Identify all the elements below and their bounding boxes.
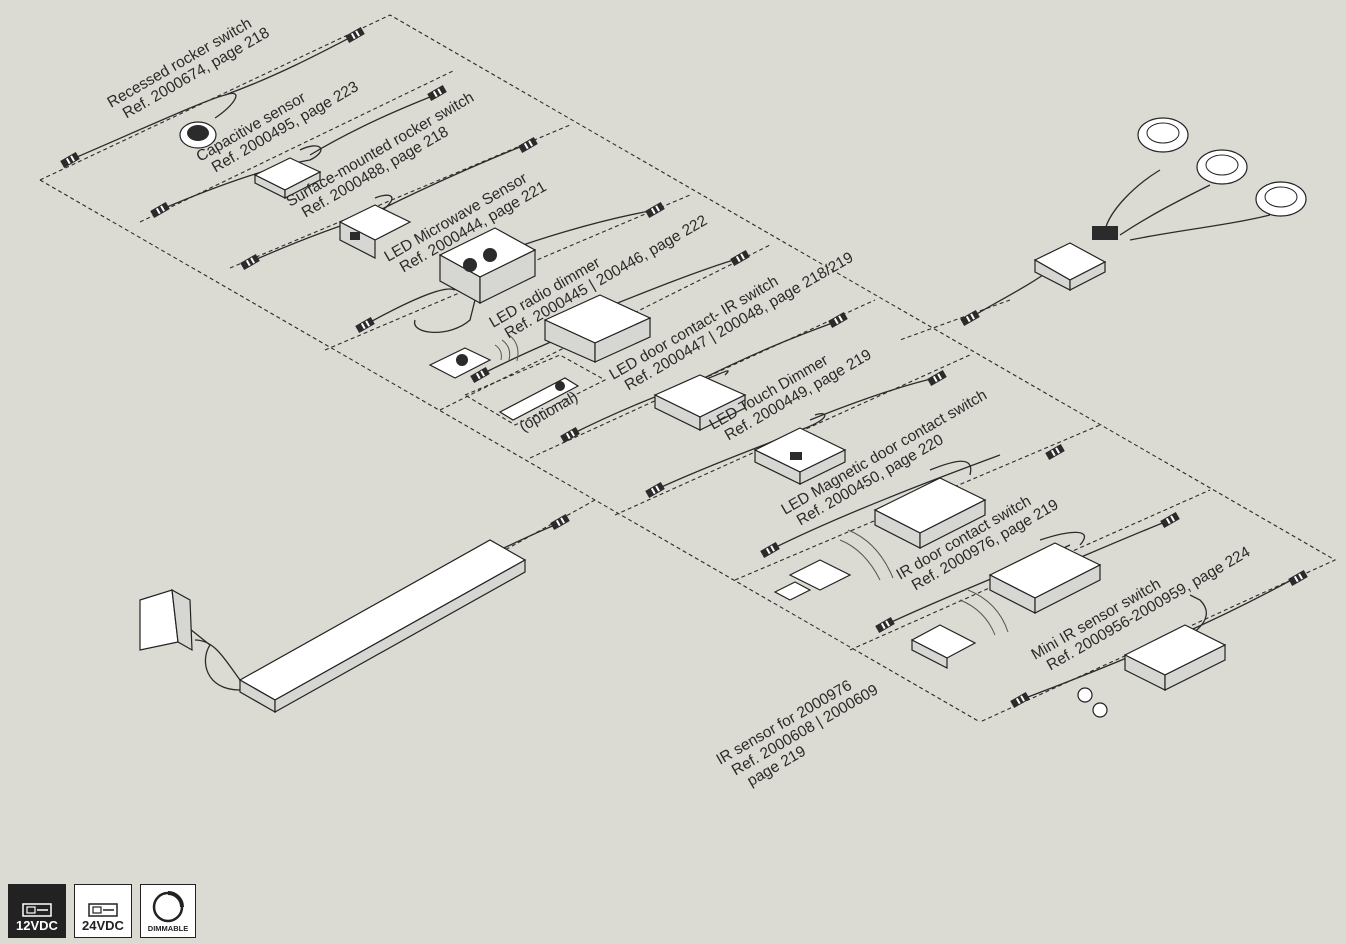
- badge-24vdc: 24VDC: [74, 884, 132, 938]
- label-ir-sensor: IR sensor for 2000976Ref. 2000608 | 2000…: [714, 667, 890, 798]
- badge-12vdc: 12VDC: [8, 884, 66, 938]
- power-supply-icon: [22, 902, 52, 918]
- radio-remote-device: [430, 335, 518, 378]
- feature-badges: 12VDC 24VDC DIMMABLE: [8, 884, 196, 938]
- badge-dimmable-label: DIMMABLE: [148, 924, 188, 933]
- dimmer-icon: [151, 890, 185, 924]
- badge-24vdc-label: 24VDC: [82, 918, 124, 933]
- ir-door-contact-switch-device: [990, 543, 1100, 613]
- label-capacitive-sensor: Capacitive sensorRef. 2000495, page 223: [194, 64, 362, 181]
- power-supply-icon: [88, 902, 118, 918]
- distributor-device: [1035, 226, 1118, 290]
- badge-dimmable: DIMMABLE: [140, 884, 196, 938]
- recessed-lights-device: [1138, 118, 1306, 216]
- power-supply-device: [140, 540, 525, 712]
- badge-12vdc-label: 12VDC: [16, 918, 58, 933]
